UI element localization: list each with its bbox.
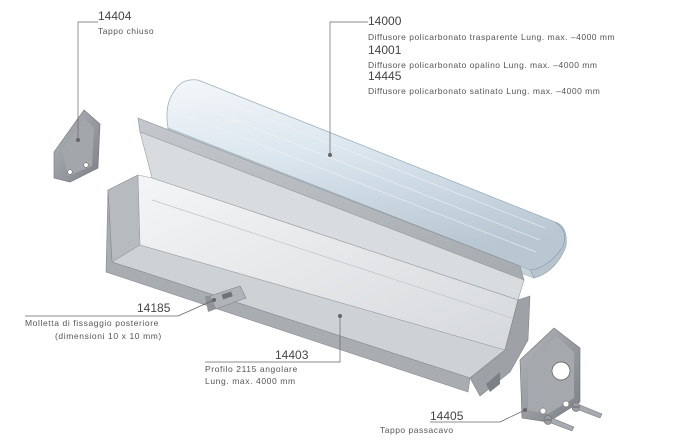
part-14405-code: 14405 (430, 409, 464, 423)
part-14185-desc-line1: Molletta di fissaggio posteriore (25, 318, 160, 328)
part-14403-desc-line2: Lung. max. 4000 mm (205, 376, 296, 386)
end-cap-closed (53, 109, 101, 183)
part-14445-desc: Diffusore policarbonato satinato Lung. m… (368, 86, 601, 96)
cap-closed-hole-2 (83, 162, 89, 168)
cap-closed-face (62, 118, 94, 176)
profile-bottom-lip (105, 189, 471, 393)
cap-cable-hole (551, 361, 571, 381)
leader-14000 (329, 21, 368, 155)
part-14001-code: 14001 (368, 43, 402, 57)
rear-clip (205, 285, 247, 312)
clip-slot (221, 291, 233, 300)
leader-14403 (205, 316, 341, 363)
leader-lines (25, 21, 527, 423)
part-14000-desc: Diffusore policarbonato trasparente Lung… (368, 32, 616, 42)
leader-14404 (77, 21, 98, 140)
cap-cable-face (528, 336, 574, 414)
aluminium-profile (105, 117, 531, 397)
profile-end-section (469, 295, 531, 397)
part-14404-desc: Tappo chiuso (98, 26, 155, 36)
part-14403-code: 14403 (275, 348, 309, 362)
cap-closed-hole-1 (67, 169, 73, 175)
end-cap-cable (519, 327, 581, 423)
cap-cable-screw-hole-2 (562, 400, 570, 408)
screw-1 (571, 402, 603, 419)
screw-2 (543, 415, 575, 432)
part-14001-desc: Diffusore policarbonato opalino Lung. ma… (368, 60, 598, 70)
part-14405-desc: Tappo passacavo (380, 425, 454, 435)
part-14404-code: 14404 (98, 9, 132, 23)
cap-cable-screw-hole-1 (539, 407, 547, 415)
part-14445-code: 14445 (368, 69, 402, 83)
profile-end-groove (486, 372, 500, 392)
screws (543, 402, 603, 432)
part-14185-desc-line2: (dimensioni 10 x 10 mm) (55, 331, 162, 341)
diffuser-end (529, 221, 567, 279)
part-14000-code: 14000 (368, 14, 402, 28)
part-14185-code: 14185 (137, 301, 171, 315)
clip-tab (205, 296, 216, 312)
part-14403-desc-line1: Profilo 2115 angolare (205, 364, 298, 374)
